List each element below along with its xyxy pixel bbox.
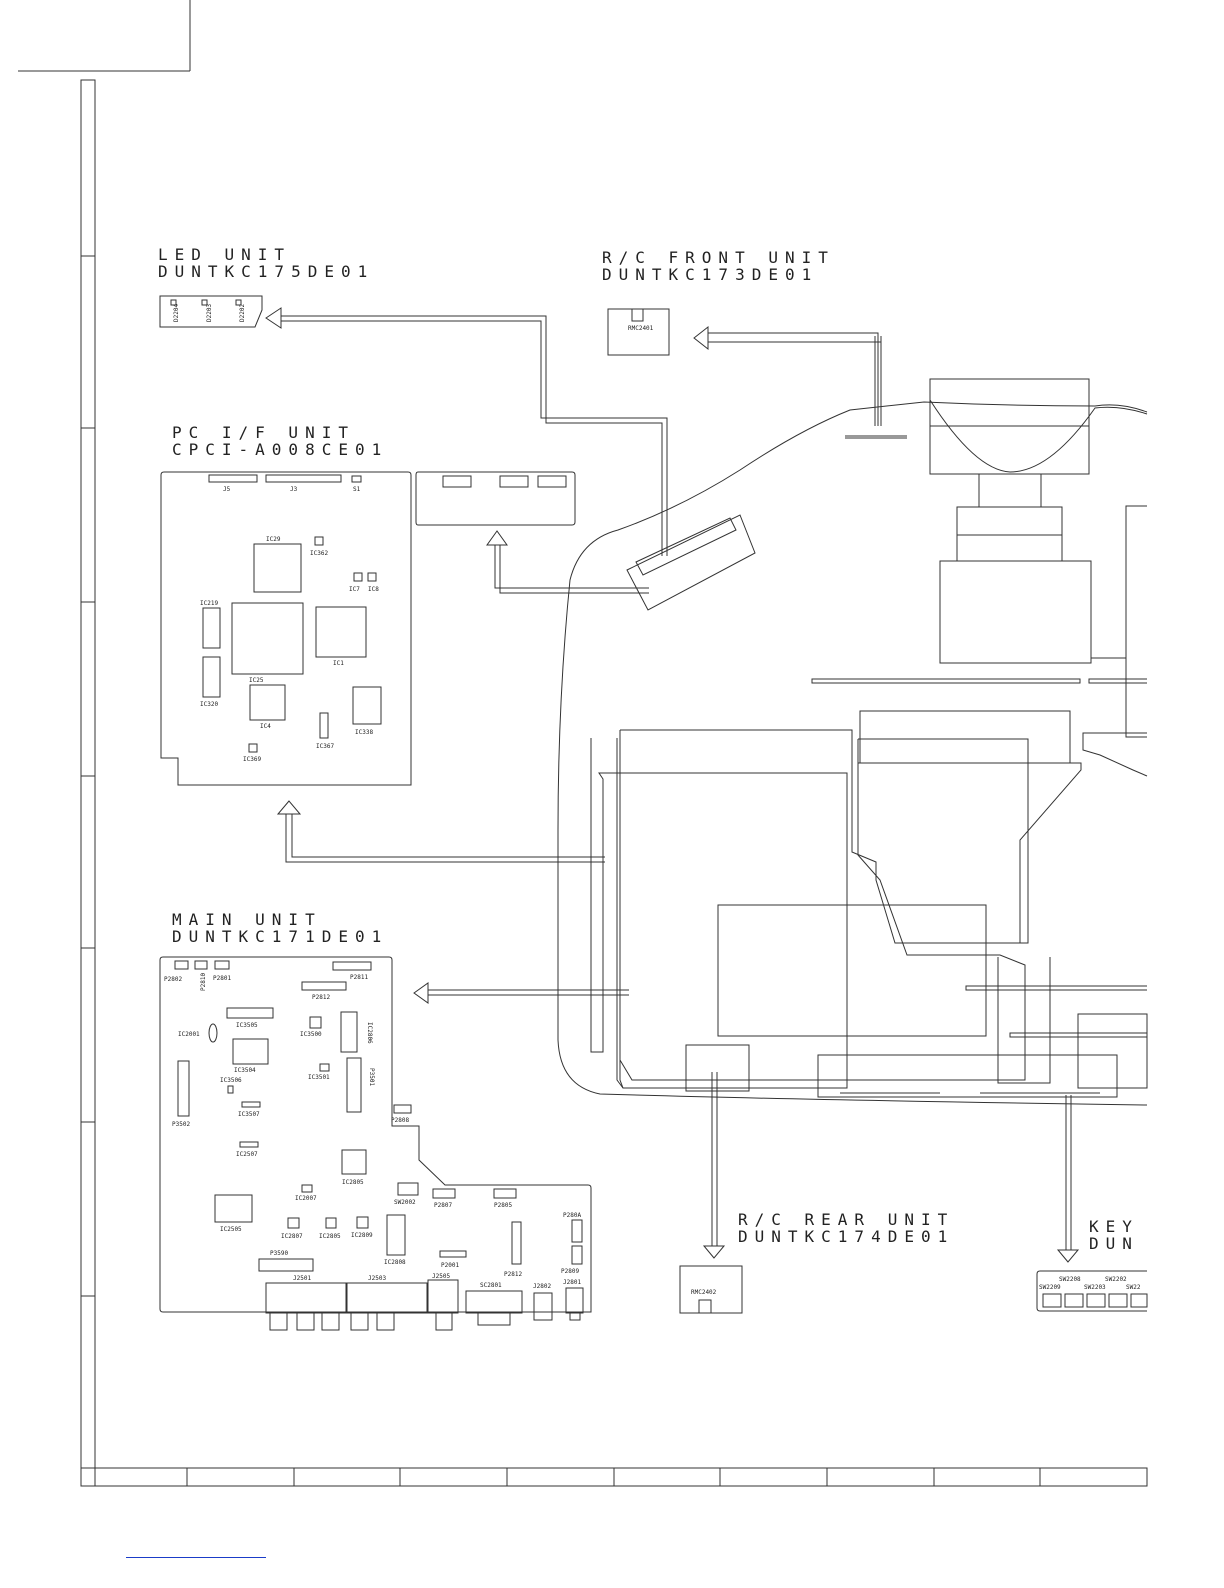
main-ref-p2807: P2807 [434,1202,452,1209]
led-unit: LED UNIT DUNTKC175DE01 D2204 D2203 D2202 [158,245,374,328]
pc-if-ref-ic367: IC367 [316,743,334,750]
main-ref-ic2805-top: IC2805 [342,1179,364,1186]
led-unit-title: LED UNIT [158,245,291,264]
main-ref-j2802: J2802 [533,1283,551,1290]
key-unit-title: KEY [1089,1217,1139,1236]
route-arrows [265,307,1080,1263]
led-ref-d2203: D2203 [206,304,213,322]
key-ref-sw2209: SW2209 [1039,1284,1061,1291]
pc-if-unit-code: CPCI-A008CE01 [172,440,388,459]
main-ref-ic3500: IC3500 [300,1031,322,1038]
main-ref-p2812: P2812 [312,994,330,1001]
rc-front-unit-code: DUNTKC173DE01 [602,265,818,284]
pc-if-ref-ic219: IC219 [200,600,218,607]
main-ref-ic2507: IC2507 [236,1151,258,1158]
rc-rear-unit-title: R/C REAR UNIT [738,1210,954,1229]
led-ref-d2202: D2202 [239,304,246,322]
led-ref-d2204: D2204 [173,304,180,322]
main-ref-j2501: J2501 [293,1275,311,1282]
main-ref-j2503: J2503 [368,1275,386,1282]
main-ref-p2805: P2805 [494,1202,512,1209]
main-ref-j2801: J2801 [563,1279,581,1286]
main-ref-p2810: P2810 [200,973,207,991]
pc-if-ref-ic320: IC320 [200,701,218,708]
main-ref-ic2001: IC2001 [178,1031,200,1038]
key-unit-code: DUN [1089,1234,1139,1253]
led-unit-code: DUNTKC175DE01 [158,262,374,281]
main-ref-p2801: P2801 [213,975,231,982]
main-ref-ic2007: IC2007 [295,1195,317,1202]
main-ref-ic3507: IC3507 [238,1111,260,1118]
drawing-frame [80,79,1148,1487]
main-ref-ic3506: IC3506 [220,1077,242,1084]
pc-if-ref-s1: S1 [353,486,361,493]
rc-rear-ref-rmc2402: RMC2402 [691,1289,717,1296]
main-ref-p2001: P2001 [441,1262,459,1269]
picture-tube [929,378,1148,738]
rc-front-ref-rmc2401: RMC2401 [628,325,654,332]
chassis-rails [811,678,1148,777]
main-unit-code: DUNTKC171DE01 [172,927,388,946]
main-ref-p2812-lower: P2812 [504,1271,522,1278]
main-ref-ic2805: IC2805 [319,1233,341,1240]
main-ref-ic2809: IC2809 [351,1232,373,1239]
pc-if-ref-ic29: IC29 [266,536,281,543]
main-unit: MAIN UNIT DUNTKC171DE01 P2802 P2810 P280… [159,910,592,1331]
main-ref-ic2806: IC2806 [366,1022,373,1044]
rc-front-unit-title: R/C FRONT UNIT [602,248,835,267]
main-ref-ic3504: IC3504 [234,1067,256,1074]
main-ref-p2808: P2808 [391,1117,409,1124]
main-ref-ic2505: IC2505 [220,1226,242,1233]
main-ref-p3501: P3501 [368,1068,375,1086]
pc-if-ref-ic338: IC338 [355,729,373,736]
pc-if-ref-ic4: IC4 [260,723,271,730]
rc-front-unit: R/C FRONT UNIT DUNTKC173DE01 RMC2401 [602,248,835,356]
main-ref-p280a: P280A [563,1212,581,1219]
pc-if-unit-title: PC I/F UNIT [172,423,355,442]
main-ref-sc2801: SC2801 [480,1282,502,1289]
rc-rear-unit-code: DUNTKC174DE01 [738,1227,954,1246]
pc-if-ref-j3: J3 [290,486,298,493]
pc-if-ref-ic1: IC1 [333,660,344,667]
pc-if-ref-ic7: IC7 [349,586,360,593]
main-unit-title: MAIN UNIT [172,910,322,929]
main-ref-sw2002: SW2002 [394,1199,416,1206]
front-rc-board [626,514,756,611]
main-ref-j2505: J2505 [432,1273,450,1280]
main-ref-ic2808: IC2808 [384,1259,406,1266]
pc-if-ref-j5: J5 [223,486,231,493]
main-ref-p2802: P2802 [164,976,182,983]
main-ref-ic3501: IC3501 [308,1074,330,1081]
key-ref-sw2208: SW2208 [1059,1276,1081,1283]
main-ref-ic3505: IC3505 [236,1022,258,1029]
pc-if-ref-ic362: IC362 [310,550,328,557]
pc-if-ref-ic369: IC369 [243,756,261,763]
corner-tab [18,0,191,72]
pc-if-unit: PC I/F UNIT CPCI-A008CE01 J5 J3 S1 IC29 … [160,423,576,786]
chassis-frame [590,710,1148,1098]
key-ref-sw2203: SW2203 [1084,1284,1106,1291]
main-ref-p3590: P3590 [270,1250,288,1257]
footer-link-underline[interactable] [126,1557,266,1558]
rc-rear-unit: R/C REAR UNIT DUNTKC174DE01 RMC2402 [679,1210,954,1314]
main-ref-p3502: P3502 [172,1121,190,1128]
pc-if-ref-ic8: IC8 [368,586,379,593]
key-ref-sw22: SW22 [1126,1284,1141,1291]
pc-if-ref-ic25: IC25 [249,677,264,684]
key-unit: KEY DUN SW2208 SW2202 SW2209 SW2203 SW22 [1036,1217,1148,1312]
main-ref-p2809: P2809 [561,1268,579,1275]
main-ref-p2811: P2811 [350,974,368,981]
main-ref-ic2807: IC2807 [281,1233,303,1240]
key-ref-sw2202: SW2202 [1105,1276,1127,1283]
